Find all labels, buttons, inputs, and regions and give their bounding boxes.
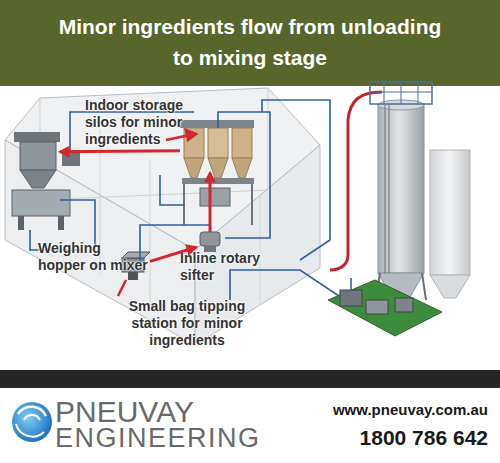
equipment-area: Indoor storage silos for minor ingredien… xyxy=(180,128,240,173)
rotary-sifter xyxy=(200,232,220,252)
transfer-pipe xyxy=(330,92,382,270)
website-address: www.pneuvay.com.au xyxy=(333,401,488,418)
outdoor-silos xyxy=(370,82,470,302)
flow-arrow xyxy=(209,173,212,232)
equipment-area: Small bag tipping station for minor ingr… xyxy=(120,252,150,280)
equipment-label: Inline rotary sifter xyxy=(180,250,268,284)
equipment-label: Indoor storage silos for minor ingredien… xyxy=(85,97,189,148)
title-banner xyxy=(0,0,500,86)
equipment-label: Small bag tipping station for minor ingr… xyxy=(112,298,262,349)
conveying-pipes xyxy=(30,100,345,300)
equipment-area: Weighing hopper on mixer xyxy=(20,133,60,171)
logo-swirl xyxy=(12,402,52,442)
phone-number: 1800 786 642 xyxy=(360,426,488,449)
blower-platform xyxy=(328,278,442,336)
divider-band xyxy=(0,370,500,388)
minor-ingredient-silos xyxy=(180,120,254,225)
title-text: Minor ingredients flow from unloading to… xyxy=(52,11,448,73)
logo-wordmark: ENGINEERING xyxy=(55,424,261,453)
equipment-label: Weighing hopper on mixer xyxy=(38,240,152,274)
flow-arrow xyxy=(60,151,180,152)
equipment-area: Inline rotary sifter xyxy=(196,232,224,254)
